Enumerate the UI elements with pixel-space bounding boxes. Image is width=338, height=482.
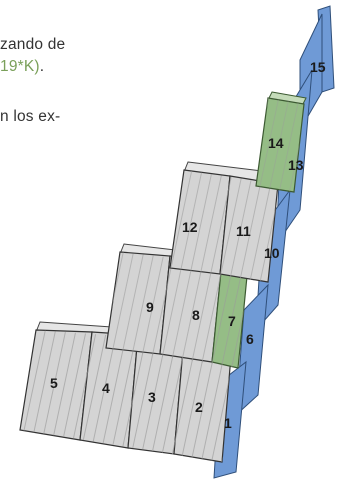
row-4-ribs	[256, 98, 304, 192]
text-line-3: n los ex-	[0, 108, 60, 126]
text-line-1-content: zando de	[0, 36, 66, 53]
label-panel-8: 8	[192, 307, 200, 323]
label-panel-9: 9	[146, 299, 154, 315]
label-panel-6: 6	[246, 331, 254, 347]
label-panel-10: 10	[264, 245, 280, 261]
panel-labels: 5 4 3 2 1 9 8 7 6 12 11 10 14 13 15	[50, 59, 326, 431]
row-2-ribs	[106, 252, 248, 368]
label-panel-13: 13	[288, 157, 304, 173]
label-panel-12: 12	[182, 219, 198, 235]
label-panel-15: 15	[310, 59, 326, 75]
text-line-1: zando de	[0, 36, 65, 54]
row-1	[19, 321, 233, 463]
label-panel-2: 2	[195, 399, 203, 415]
row-1-ribs	[20, 330, 232, 462]
text-line-2: 19*K).	[0, 58, 44, 76]
label-panel-1: 1	[224, 415, 232, 431]
label-panel-14: 14	[268, 135, 284, 151]
row-2	[105, 243, 249, 369]
text-line-2-accent: 19*K)	[0, 58, 40, 75]
label-panel-3: 3	[148, 389, 156, 405]
text-line-3-content: n los ex-	[0, 108, 61, 125]
row-3	[169, 161, 279, 283]
label-panel-4: 4	[102, 380, 110, 396]
label-panel-7: 7	[228, 313, 236, 329]
label-panel-5: 5	[50, 375, 58, 391]
label-panel-11: 11	[236, 223, 251, 239]
text-line-2-tail: .	[39, 58, 45, 75]
row-3-ribs	[170, 170, 278, 282]
row-4	[255, 91, 307, 193]
